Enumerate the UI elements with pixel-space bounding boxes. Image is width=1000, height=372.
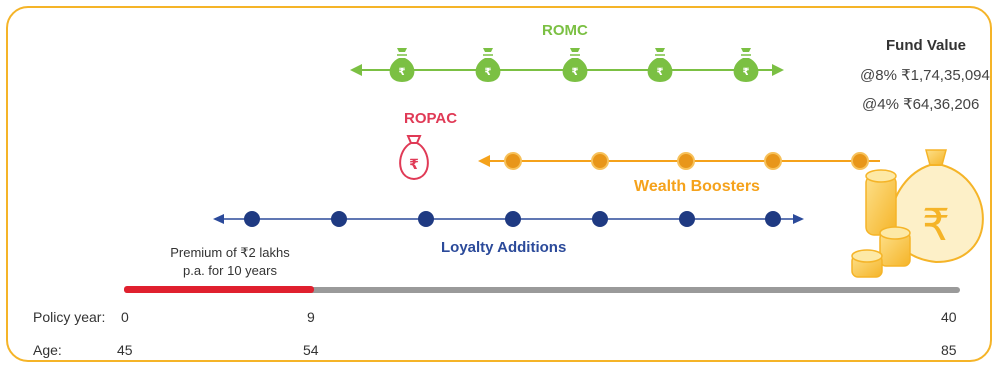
money-bag-outline-rupee-icon: ₹ — [399, 135, 429, 181]
svg-text:₹: ₹ — [743, 67, 750, 78]
ropac-label: ROPAC — [404, 110, 458, 127]
left-arrow-icon — [350, 64, 362, 76]
age-start: 45 — [117, 342, 133, 358]
fund-value-4-percent: @4% ₹64,36,206 — [862, 96, 980, 113]
premium-line-2: p.a. for 10 years — [183, 263, 277, 278]
svg-text:₹: ₹ — [399, 67, 406, 78]
loyalty-additions-label: Loyalty Additions — [441, 239, 567, 256]
loyalty-addition-dot — [679, 211, 695, 227]
age-premium-end: 54 — [303, 342, 319, 358]
loyalty-addition-dot — [244, 211, 260, 227]
policy-year-start: 0 — [121, 309, 129, 325]
wealth-booster-dot — [504, 152, 522, 170]
loyalty-addition-dot — [765, 211, 781, 227]
money-bag-rupee-icon: ₹ — [647, 48, 673, 82]
svg-text:₹: ₹ — [485, 67, 492, 78]
age-label: Age: — [33, 342, 62, 358]
romc-label: ROMC — [542, 22, 588, 39]
policy-year-end: 40 — [941, 309, 957, 325]
romc-timeline: ₹ ₹ ₹ ₹ ₹ — [350, 48, 784, 82]
wealth-booster-dot — [677, 152, 695, 170]
gold-coins-money-bag-icon: ₹ — [851, 149, 984, 278]
left-arrow-icon — [213, 214, 224, 224]
money-bag-rupee-icon: ₹ — [562, 48, 588, 82]
premium-period-bar — [124, 286, 314, 293]
loyalty-additions-timeline — [213, 211, 804, 227]
age-end: 85 — [941, 342, 957, 358]
wealth-booster-dot — [591, 152, 609, 170]
money-bag-rupee-icon: ₹ — [733, 48, 759, 82]
svg-text:₹: ₹ — [572, 67, 579, 78]
loyalty-addition-dot — [505, 211, 521, 227]
wealth-boosters-label: Wealth Boosters — [634, 178, 760, 195]
loyalty-addition-dot — [331, 211, 347, 227]
policy-year-premium-end: 9 — [307, 309, 315, 325]
wealth-booster-dot — [851, 152, 869, 170]
wealth-booster-dot — [764, 152, 782, 170]
money-bag-rupee-icon: ₹ — [475, 48, 501, 82]
loyalty-addition-dot — [592, 211, 608, 227]
rupee-symbol: ₹ — [922, 200, 950, 251]
right-arrow-icon — [772, 64, 784, 76]
premium-line-1: Premium of ₹2 lakhs — [170, 245, 290, 260]
fund-value-title: Fund Value — [886, 37, 967, 54]
money-bag-rupee-icon: ₹ — [389, 48, 415, 82]
fund-value-8-percent: @8% ₹1,74,35,094 — [860, 67, 990, 84]
premium-note: Premium of ₹2 lakhs p.a. for 10 years — [150, 244, 310, 280]
left-arrow-icon — [478, 155, 490, 167]
rupee-symbol: ₹ — [409, 157, 419, 173]
right-arrow-icon — [793, 214, 804, 224]
loyalty-addition-dot — [418, 211, 434, 227]
policy-year-label: Policy year: — [33, 309, 106, 325]
diagram-frame — [6, 6, 992, 362]
wealth-boosters-timeline — [478, 152, 880, 170]
policy-term-bar — [124, 286, 960, 293]
svg-text:₹: ₹ — [657, 67, 664, 78]
